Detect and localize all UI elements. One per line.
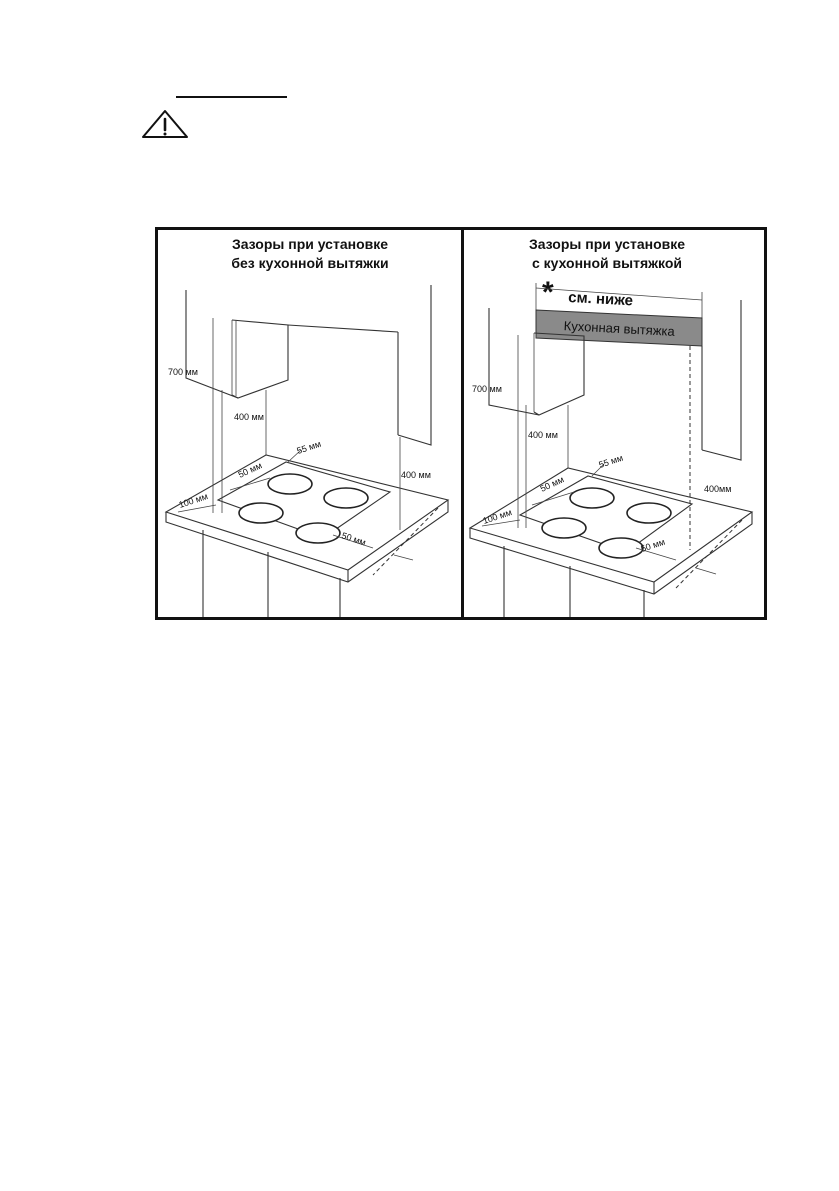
warning-triangle-icon <box>142 110 188 138</box>
right-dim-400-vertical: 400 мм <box>528 430 558 440</box>
right-see-below: см. ниже <box>568 289 634 309</box>
panel-divider <box>461 230 464 617</box>
panel-with-hood: Зазоры при установке с кухонной вытяжкой… <box>468 236 754 617</box>
left-cabinet-drawing <box>185 285 432 455</box>
left-dim-700: 700 мм <box>168 367 198 377</box>
left-dim-400-right: 400 мм <box>401 470 431 480</box>
right-cabinet-drawing <box>488 300 742 468</box>
right-title-line2: с кухонной вытяжкой <box>532 255 682 271</box>
right-asterisk: * <box>542 276 554 309</box>
right-dim-400-right: 400мм <box>704 484 731 494</box>
left-dimension-lines <box>177 318 401 549</box>
right-dim-55: 55 мм <box>598 453 625 470</box>
right-dim-700: 700 мм <box>472 384 502 394</box>
right-dimension-lines <box>481 335 691 561</box>
panel-without-hood: Зазоры при установке без кухонной вытяжк… <box>164 236 450 617</box>
right-title-line1: Зазоры при установке <box>529 236 685 252</box>
heading-underline <box>176 96 287 98</box>
installation-clearance-figure: Зазоры при установке без кухонной вытяжк… <box>155 227 767 620</box>
left-dim-400-vertical: 400 мм <box>234 412 264 422</box>
left-dim-55: 55 мм <box>296 439 323 456</box>
left-title-line2: без кухонной вытяжки <box>231 255 388 271</box>
left-title-line1: Зазоры при установке <box>232 236 388 252</box>
right-hood-label: Кухонная вытяжка <box>563 318 675 339</box>
